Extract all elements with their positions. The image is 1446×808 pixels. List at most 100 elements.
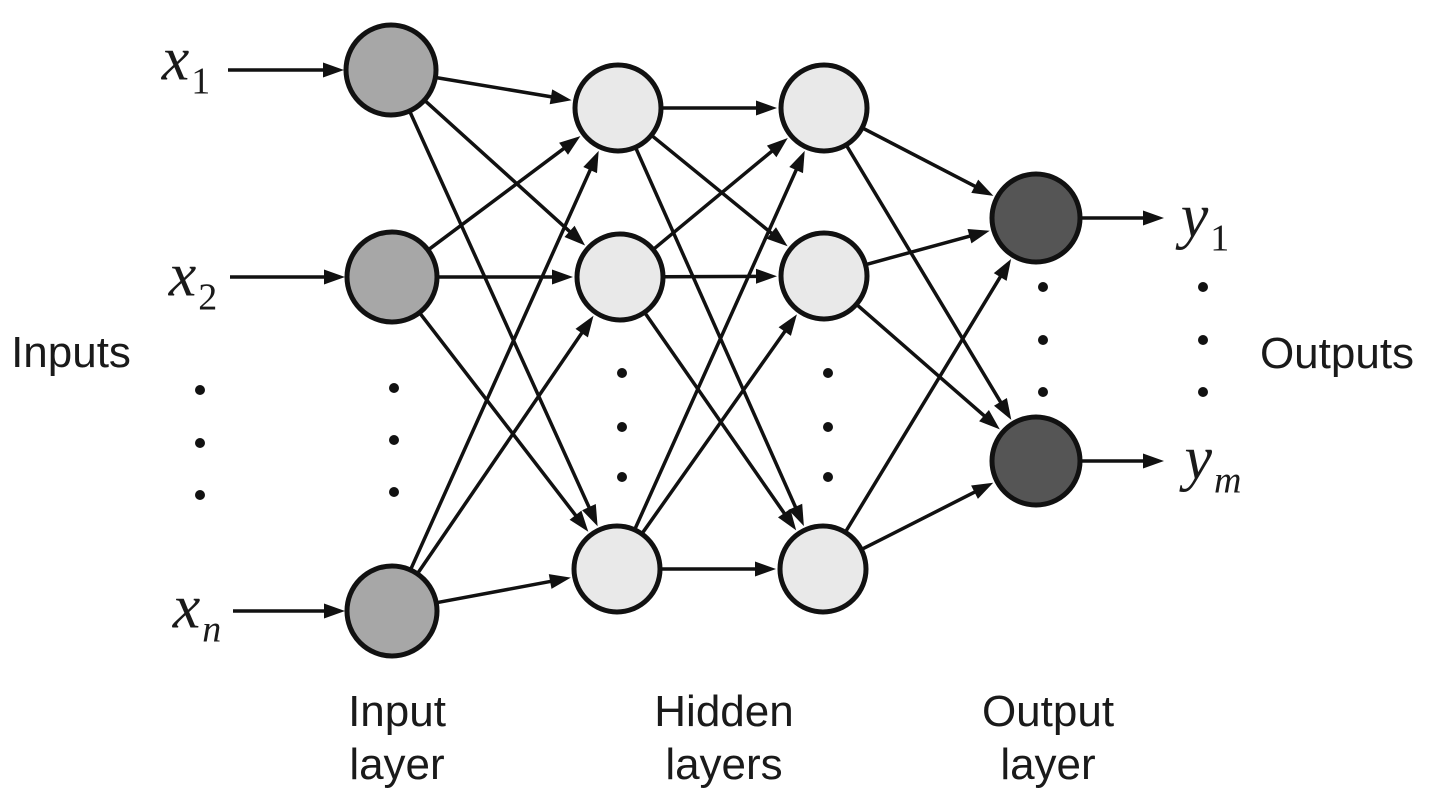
x2-base: x	[168, 241, 197, 310]
edge-h22-o2-head	[979, 410, 1000, 430]
x2-input-arrow-head	[324, 269, 345, 285]
edge-h22-o2-line	[856, 303, 988, 419]
edge-h13-h22-line	[640, 328, 788, 535]
edge-i1-h12-line	[423, 99, 573, 235]
output-label-ellipsis-1	[1198, 282, 1208, 292]
edge-i3-h11-head	[583, 150, 599, 174]
edge-h21-o1-head	[971, 179, 994, 196]
input-layer-caption-line1: Input	[348, 687, 446, 736]
output-node-ellipsis-2	[1038, 335, 1048, 345]
output-layer-caption-line2: layer	[1000, 740, 1096, 789]
input-label-ellipsis-1	[195, 385, 205, 395]
hidden-layer-2-node-h21	[778, 62, 870, 154]
edge-i2-h11-head	[559, 136, 581, 155]
input-label-ellipsis-2	[195, 438, 205, 448]
edge-h13-h23-head	[755, 561, 776, 577]
edge-h13-h21-line	[633, 166, 799, 530]
hidden-layers-caption: Hidden layers	[654, 685, 793, 791]
edge-h12-h23-head	[778, 508, 797, 531]
edge-i1-h13-line	[408, 111, 592, 511]
input-x1-label: x1	[162, 25, 211, 104]
edge-i1-h11-line	[436, 75, 555, 99]
y1-output-arrow-head	[1143, 210, 1164, 226]
output-layer-node-o1	[989, 171, 1083, 265]
edge-i2-h11-line	[427, 145, 567, 251]
edge-i2-h13-head	[569, 510, 589, 532]
hidden-layers-caption-line2: layers	[665, 740, 783, 789]
hidden2-node-ellipsis-1	[823, 368, 833, 378]
output-node-ellipsis-1	[1038, 282, 1048, 292]
edge-h23-o1-head	[993, 259, 1012, 281]
edge-i3-h12-line	[416, 329, 585, 574]
edge-i3-h11-line	[409, 166, 593, 570]
edge-h21-o1-line	[862, 126, 979, 190]
input-xn-label: xn	[173, 573, 222, 652]
y1-base: y	[1180, 182, 1209, 251]
input-node-ellipsis-2	[389, 435, 399, 445]
output-label-ellipsis-2	[1198, 335, 1208, 345]
hidden-layer-1-node-h12	[574, 231, 666, 323]
edge-i1-h11-head	[549, 89, 572, 105]
outputs-label: Outputs	[1259, 329, 1415, 378]
input-layer-node-i3	[344, 563, 440, 659]
hidden1-node-ellipsis-1	[617, 368, 627, 378]
edge-h21-o2-head	[994, 398, 1012, 420]
x2-subscript: 2	[198, 276, 218, 319]
input-label-ellipsis-3	[195, 490, 205, 500]
hidden-layer-2-node-h22	[778, 230, 870, 322]
edge-h12-h21-head	[766, 138, 788, 158]
xn-input-arrow-head	[324, 603, 345, 619]
edge-i1-h12-head	[564, 225, 586, 246]
edge-h22-o1-line	[865, 233, 973, 267]
hidden1-node-ellipsis-3	[617, 472, 627, 482]
edge-i3-h12-head	[575, 315, 594, 338]
input-layer-caption: Input layer	[348, 685, 446, 791]
x1-subscript: 1	[191, 60, 211, 103]
input-layer-node-i2	[344, 229, 440, 325]
hidden2-node-ellipsis-2	[823, 422, 833, 432]
edge-h12-h21-line	[652, 148, 776, 251]
hidden-layers-caption-line1: Hidden	[654, 687, 794, 736]
edge-h13-h21-head	[789, 150, 805, 174]
hidden2-node-ellipsis-3	[823, 472, 833, 482]
x1-input-arrow-head	[323, 62, 344, 78]
hidden-layer-1-node-h13	[571, 523, 663, 615]
output-layer-caption-line1: Output	[981, 687, 1115, 736]
edge-h12-h23-line	[643, 312, 788, 517]
edge-i3-h13-line	[436, 579, 554, 605]
edge-h23-o2-line	[861, 489, 978, 551]
inputs-label: Inputs	[11, 328, 131, 377]
edge-h11-h21-head	[756, 100, 777, 116]
edge-i2-h13-line	[418, 312, 579, 519]
output-ym-label: ym	[1185, 424, 1242, 503]
x1-base: x	[161, 25, 190, 94]
edge-h13-h22-head	[778, 314, 797, 336]
edge-h11-h23-line	[634, 147, 799, 511]
output-y1-label: y1	[1181, 182, 1230, 261]
input-layer-caption-line2: layer	[349, 740, 445, 789]
ym-subscript: m	[1214, 459, 1242, 502]
edge-i1-h13-head	[582, 504, 598, 527]
edge-h23-o1-line	[844, 273, 1004, 533]
edge-h11-h22-head	[766, 227, 788, 247]
xn-subscript: n	[202, 608, 222, 651]
hidden-layer-2-node-h23	[777, 523, 869, 615]
output-layer-node-o2	[989, 414, 1083, 508]
edge-h11-h23-head	[788, 503, 804, 527]
edge-i3-h13-head	[548, 574, 571, 589]
edge-h12-h22-head	[756, 268, 777, 284]
edge-h22-o1-head	[967, 229, 990, 244]
y1-subscript: 1	[1210, 217, 1230, 260]
output-label-ellipsis-3	[1198, 387, 1208, 397]
input-node-ellipsis-1	[389, 383, 399, 393]
hidden1-node-ellipsis-2	[617, 422, 627, 432]
edge-i2-h12-head	[552, 269, 573, 285]
edge-h11-h22-line	[650, 134, 775, 237]
ym-base: y	[1184, 424, 1213, 493]
hidden-layer-1-node-h11	[572, 62, 664, 154]
ym-output-arrow-head	[1143, 453, 1164, 469]
xn-base: x	[172, 573, 201, 642]
input-layer-node-i1	[343, 22, 439, 118]
